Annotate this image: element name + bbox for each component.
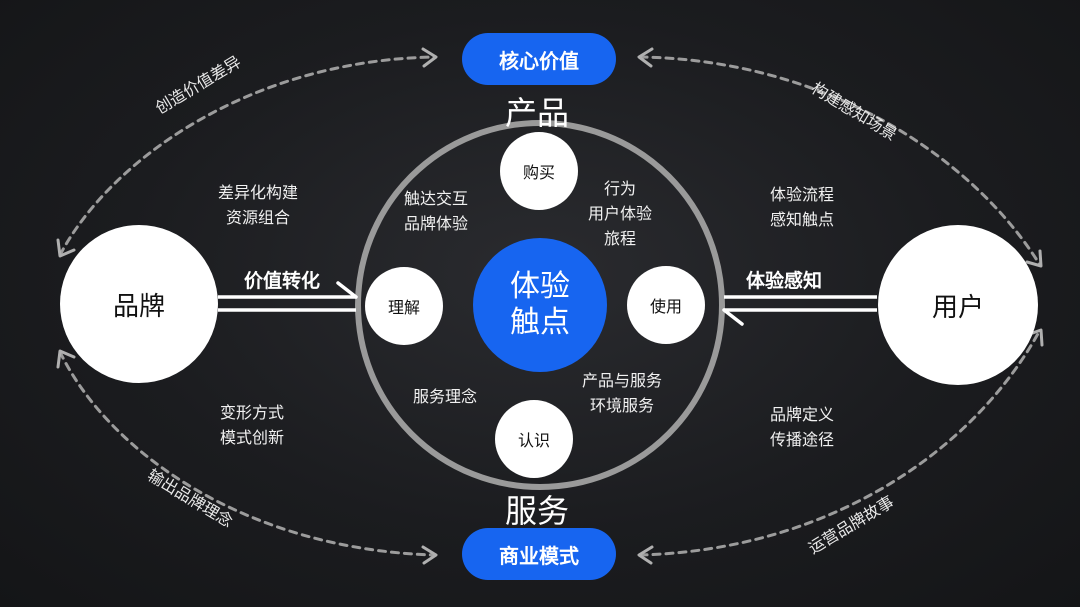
arrowhead-right-upper: [1025, 249, 1043, 268]
arrowhead-top-left: [421, 47, 438, 68]
arrowhead-bottom-left: [421, 545, 438, 565]
arrowhead-left-upper: [56, 238, 76, 258]
side-text-left-bottom: 变形方式模式创新: [220, 403, 285, 447]
side-text-right-top: 体验流程感知触点: [770, 185, 835, 229]
left-arrow-head: [336, 281, 358, 299]
inner-text-top-left: 触达交互品牌体验: [404, 189, 469, 233]
experience-touchpoint-center: 体验 触点: [473, 238, 607, 372]
section-service: 服务: [505, 492, 570, 530]
inner-text-bottom-right: 产品与服务环境服务: [582, 371, 663, 415]
arrow-label-experience-perception: 体验感知: [746, 270, 823, 292]
business-model-pill: 商业模式: [462, 528, 616, 580]
inner-text-bottom-left: 服务理念: [413, 387, 478, 406]
brand-node: 品牌: [60, 225, 218, 383]
arc-top-left: [58, 55, 437, 257]
right-arrow-head: [722, 308, 744, 326]
side-text-right-bottom: 品牌定义传播途径: [770, 405, 835, 449]
arrowhead-top-right: [637, 47, 654, 68]
arrow-label-value-conversion: 价值转化: [244, 270, 321, 292]
touchpoint-recognize: 认识: [495, 400, 573, 478]
arc-top-right: [638, 55, 1042, 267]
side-text-left-top: 差异化构建资源组合: [218, 183, 299, 227]
user-node: 用户: [878, 225, 1038, 385]
section-product: 产品: [505, 94, 570, 132]
inner-text-top-right: 行为用户体验旅程: [588, 179, 653, 248]
arrowhead-bottom-right: [637, 545, 654, 565]
touchpoint-ring: [355, 120, 725, 490]
arrowhead-left-lower: [56, 349, 76, 369]
arc-bottom-right: [638, 328, 1042, 557]
touchpoint-purchase: 购买: [500, 132, 578, 210]
arc-bottom-left: [58, 350, 437, 557]
core-value-pill: 核心价值: [462, 33, 616, 85]
touchpoint-understand: 理解: [365, 267, 443, 345]
touchpoint-use: 使用: [627, 266, 705, 344]
